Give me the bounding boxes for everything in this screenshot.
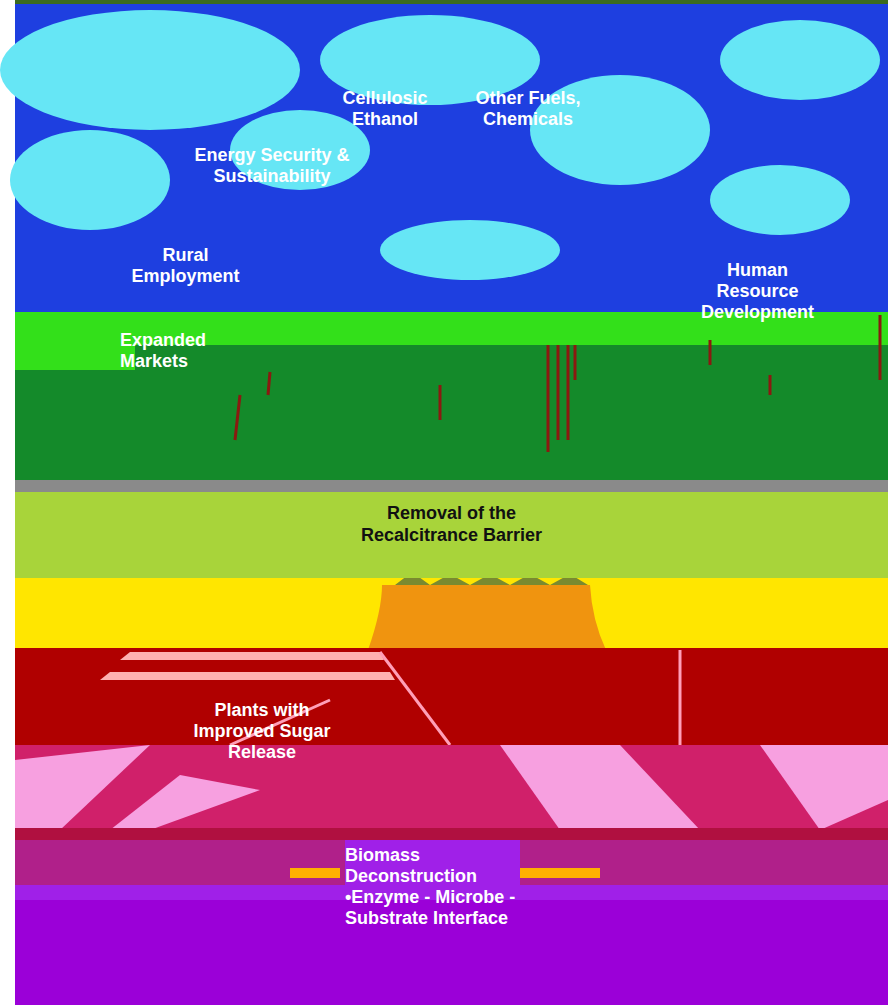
outcome-label: Expanded Markets: [120, 330, 245, 372]
foundation-label: Biomass Deconstruction •Enzyme - Microbe…: [345, 845, 517, 929]
outcome-label: Cellulosic Ethanol: [320, 88, 450, 130]
band-title: Removal of the Recalcitrance Barrier: [332, 502, 572, 546]
barrier-band: Removal of the Recalcitrance Barrier: [15, 492, 888, 578]
outcome-label: Human Resource Development: [690, 260, 825, 323]
outcome-label: Other Fuels, Chemicals: [458, 88, 598, 130]
outcome-label: Rural Employment: [118, 245, 253, 287]
outcome-label: Energy Security & Sustainability: [182, 145, 362, 187]
foundation-label: Plants with Improved Sugar Release: [182, 700, 342, 763]
